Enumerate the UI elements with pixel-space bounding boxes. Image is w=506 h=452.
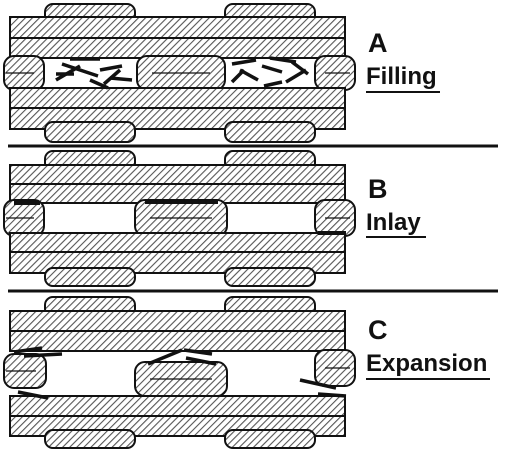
panel-b-underline	[366, 236, 426, 238]
panel-b-label: Inlay	[366, 209, 421, 236]
panel-c-letter: C	[368, 315, 388, 345]
panel-a-label: Filling	[366, 63, 437, 90]
panel-c-underline	[366, 378, 490, 380]
panel-b-letter: B	[368, 174, 388, 204]
panel-c-drawing	[3, 296, 356, 449]
panel-a-underline	[366, 91, 440, 93]
panel-a-letter: A	[368, 28, 388, 58]
panel-a-drawing	[3, 3, 356, 143]
panel-b-drawing	[3, 150, 356, 287]
panel-c-label: Expansion	[366, 350, 488, 377]
